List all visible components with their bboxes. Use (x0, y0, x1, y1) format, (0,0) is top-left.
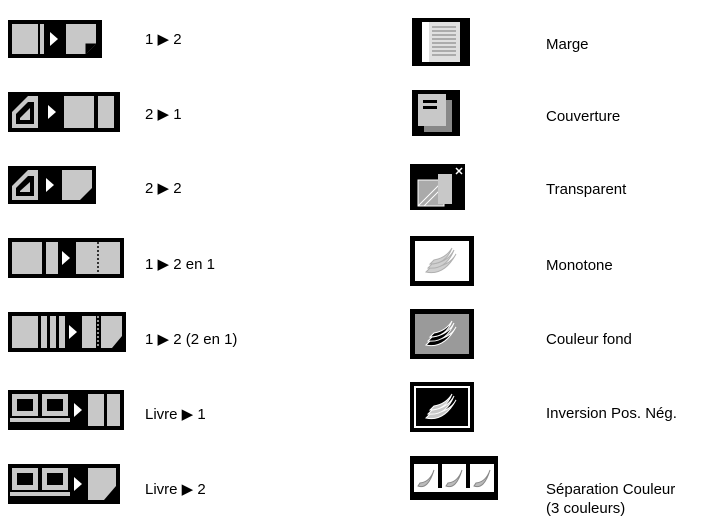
label-2-to-1: 2 ▶ 1 (145, 106, 182, 123)
label-2-to-2: 2 ▶ 2 (145, 180, 182, 197)
one-to-two-two-in-one-icon (8, 312, 126, 352)
label-inversion-pos-neg: Inversion Pos. Nég. (546, 405, 677, 422)
label-monotone: Monotone (546, 257, 613, 274)
label-1-to-2-en-1: 1 ▶ 2 en 1 (145, 256, 215, 273)
cover-icon (412, 90, 460, 136)
label-1-to-2: 1 ▶ 2 (145, 31, 182, 48)
color-separation-icon (410, 456, 498, 500)
monotone-icon (410, 236, 474, 286)
label-marge: Marge (546, 36, 589, 53)
label-separation-couleur-sub: (3 couleurs) (546, 500, 626, 517)
transparency-icon (410, 164, 465, 210)
label-couverture: Couverture (546, 108, 621, 125)
label-1-to-2-2-en-1: 1 ▶ 2 (2 en 1) (145, 331, 238, 348)
pos-neg-inversion-icon (410, 382, 474, 432)
book-to-two-icon (8, 464, 120, 504)
margin-icon (412, 18, 470, 66)
label-livre-to-2: Livre ▶ 2 (145, 481, 206, 498)
label-transparent: Transparent (546, 181, 627, 198)
background-color-icon (410, 309, 474, 359)
book-to-one-icon (8, 390, 124, 430)
one-to-two-sided-icon (8, 20, 102, 58)
two-to-one-sided-icon (8, 92, 120, 132)
one-to-two-in-one-icon (8, 238, 124, 278)
two-to-two-sided-icon (8, 166, 96, 204)
label-livre-to-1: Livre ▶ 1 (145, 406, 206, 423)
label-couleur-fond: Couleur fond (546, 331, 632, 348)
label-separation-couleur: Séparation Couleur (546, 481, 676, 498)
